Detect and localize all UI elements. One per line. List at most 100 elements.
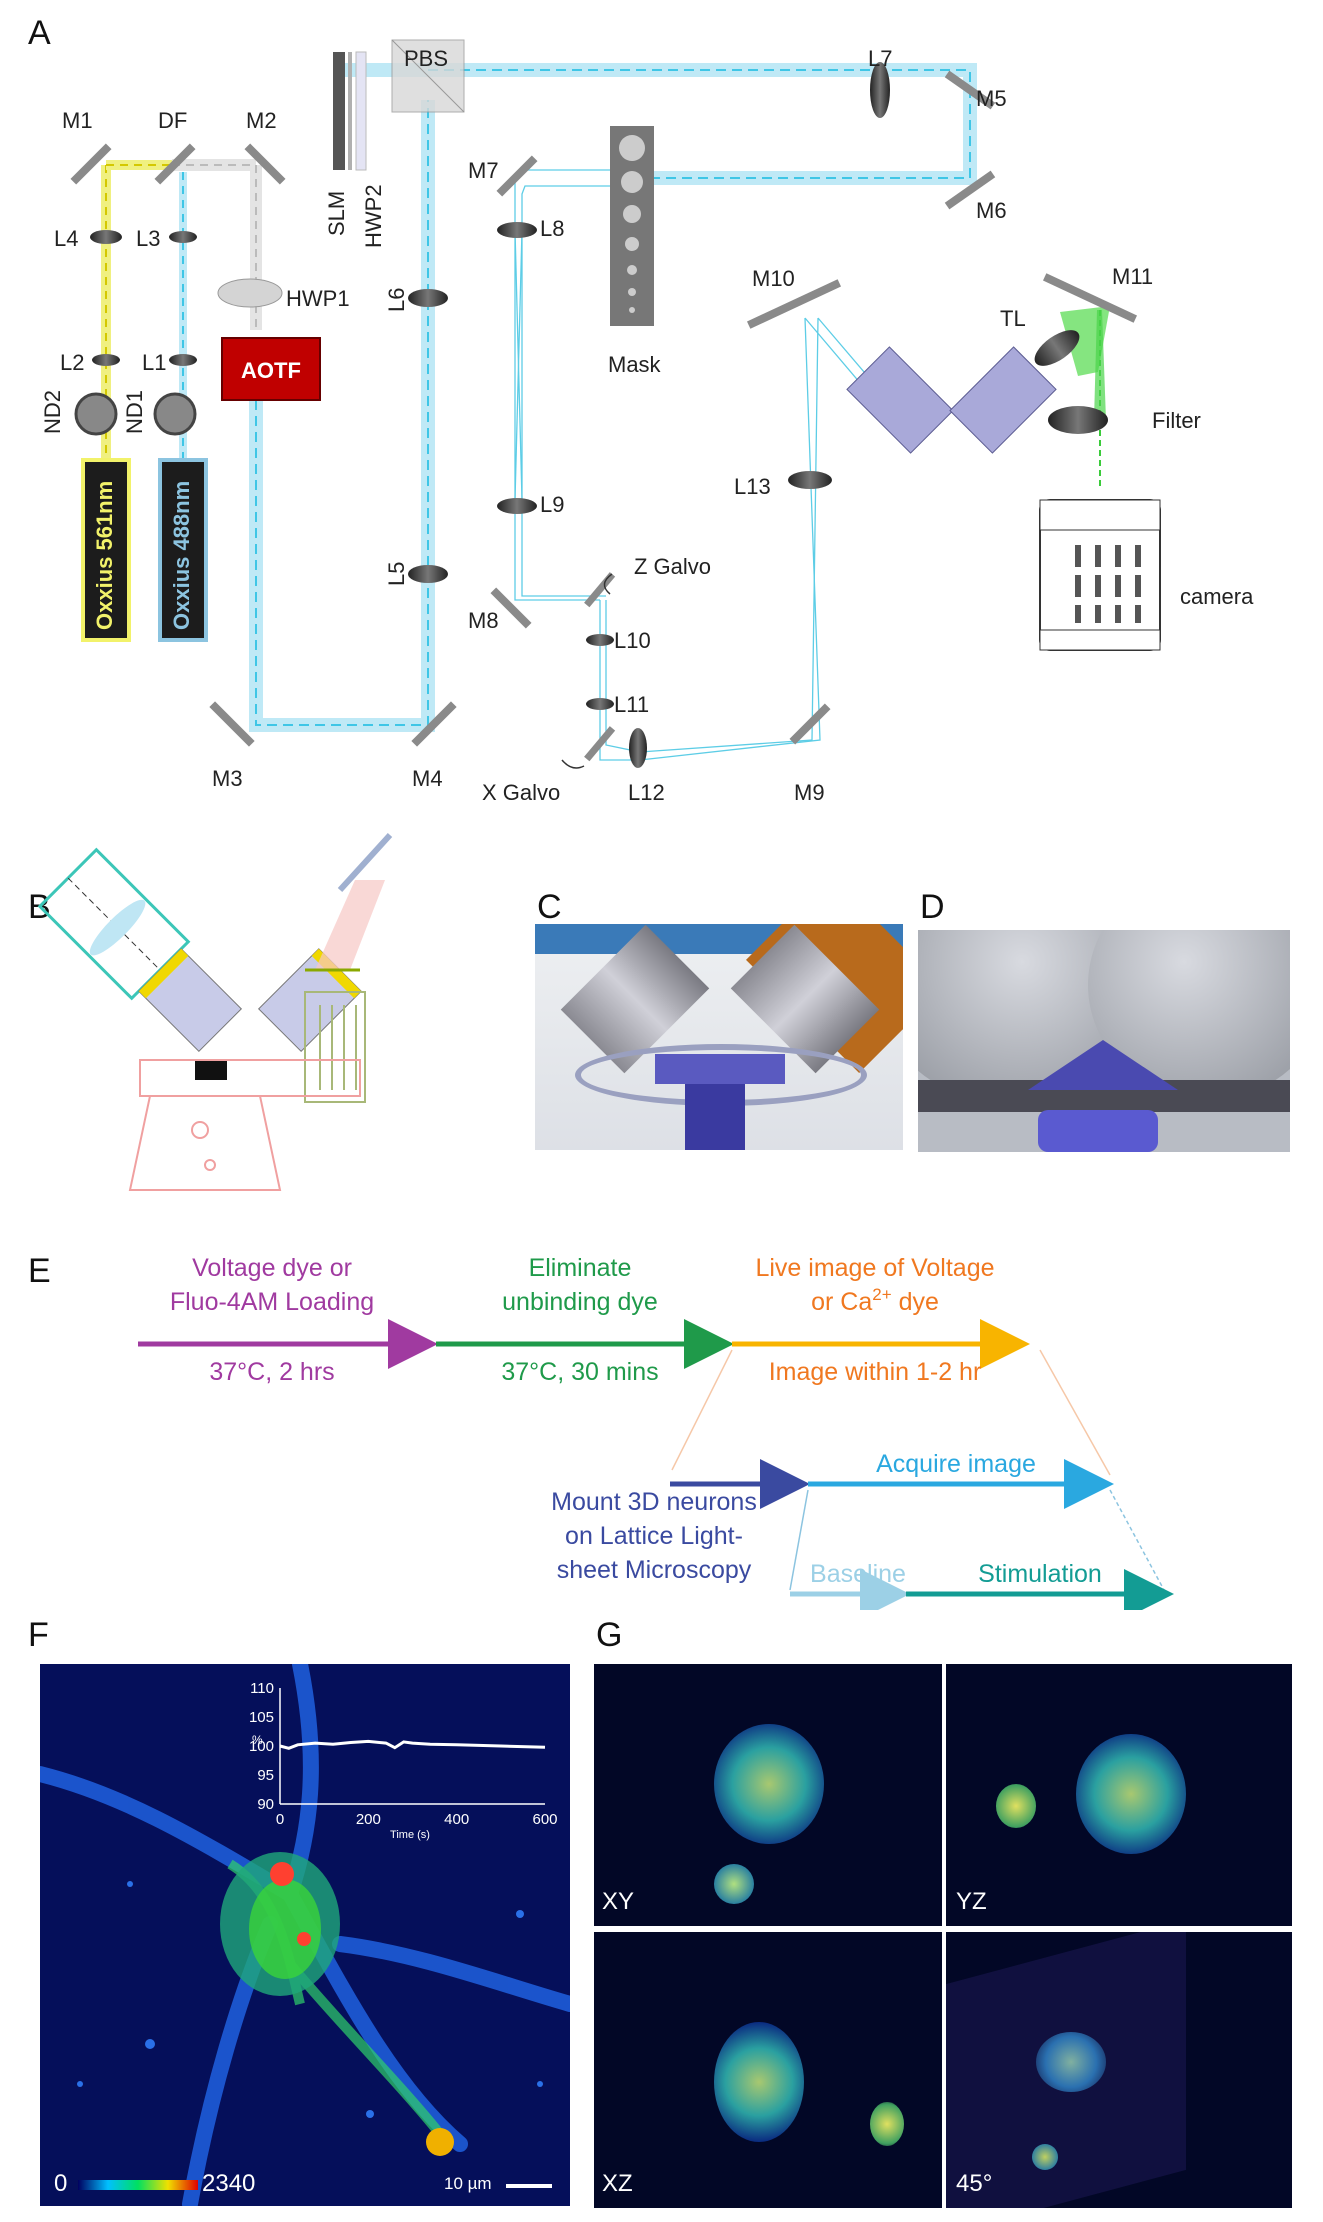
colorbar-min-label: 0 [54, 2170, 68, 2197]
label-slm: SLM [324, 191, 349, 236]
aotf-box [221, 337, 321, 401]
scalebar [506, 2184, 552, 2188]
step2-line1: Eliminate [529, 1254, 632, 1282]
panel-letter-f: F [28, 1616, 49, 1654]
mirrors [70, 70, 1138, 762]
step1-line1: Voltage dye or [192, 1254, 352, 1282]
objective-schematic [37, 832, 393, 1191]
stage-render-d [918, 930, 1290, 1152]
x-tick-label: 200 [356, 1811, 381, 1828]
label-m10: M10 [752, 266, 795, 291]
mount-line3: sheet Microscopy [557, 1556, 752, 1584]
slm [333, 52, 345, 170]
label-l10: L10 [614, 628, 651, 653]
beam-relay [514, 169, 906, 761]
label-nd1: ND1 [122, 390, 147, 434]
inset-x-label: Time (s) [390, 1829, 430, 1841]
step3-line1: Live image of Voltage [755, 1254, 994, 1282]
beam-emission [1060, 306, 1110, 490]
label-l12: L12 [628, 780, 665, 805]
view-xy-label: XY [602, 1888, 635, 1915]
stage-render-c [535, 924, 903, 1150]
hwp1-plate [217, 278, 283, 308]
step2-condition: 37°C, 30 mins [501, 1358, 658, 1386]
label-mask: Mask [608, 352, 662, 377]
view-45: 45° [946, 1932, 1292, 2208]
laser-561 [81, 458, 131, 642]
y-tick-label: 110 [250, 1680, 274, 1697]
colorbar [78, 2180, 198, 2190]
view-yz: YZ [946, 1664, 1292, 1926]
laser-561-label: Oxxius 561nm [92, 481, 117, 630]
panel-letter-g: G [596, 1616, 623, 1654]
view-xz-label: XZ [602, 2170, 633, 2197]
label-l7: L7 [868, 46, 892, 71]
label-l6: L6 [384, 288, 409, 312]
series-line [279, 1739, 546, 1750]
objectives [846, 346, 1057, 454]
label-l1: L1 [142, 350, 166, 375]
label-df: DF [158, 108, 187, 133]
stimulation-label: Stimulation [978, 1560, 1102, 1588]
view-yz-label: YZ [956, 1888, 987, 1915]
label-m6: M6 [976, 198, 1007, 223]
label-l4: L4 [54, 226, 78, 251]
laser-488-label: Oxxius 488nm [169, 481, 194, 630]
panel-letter-a: A [28, 14, 51, 52]
label-l9: L9 [540, 492, 564, 517]
label-m3: M3 [212, 766, 243, 791]
camera [1039, 499, 1161, 651]
label-tl: TL [1000, 306, 1026, 331]
label-m8: M8 [468, 608, 499, 633]
inset-y-label: % [252, 1733, 263, 1747]
label-pbs: PBS [404, 46, 448, 71]
label-hwp2: HWP2 [361, 184, 386, 248]
x-tick-label: 600 [532, 1811, 557, 1828]
y-tick-label: 95 [257, 1767, 274, 1784]
scalebar-label: 10 µm [444, 2174, 492, 2193]
step3-condition: Image within 1-2 hr [769, 1358, 982, 1386]
view-xz: XZ [594, 1932, 942, 2208]
label-nd2: ND2 [40, 390, 65, 434]
label-filter: Filter [1152, 408, 1201, 433]
panel-letter-d: D [920, 888, 945, 926]
step1-line2: Fluo-4AM Loading [170, 1288, 374, 1316]
step2-line2: unbinding dye [502, 1288, 658, 1316]
lenses [90, 62, 1108, 768]
laser-488 [158, 458, 208, 642]
y-tick-label: 105 [249, 1709, 274, 1726]
view-45-label: 45° [956, 2170, 993, 2197]
label-l8: L8 [540, 216, 564, 241]
mount-line1: Mount 3D neurons [551, 1488, 757, 1516]
panel-letter-c: C [537, 888, 562, 926]
aotf-label: AOTF [241, 358, 301, 383]
label-camera: camera [1180, 584, 1254, 609]
label-l3: L3 [136, 226, 160, 251]
x-tick-label: 400 [444, 1811, 469, 1828]
acquire-label: Acquire image [876, 1450, 1036, 1478]
label-l2: L2 [60, 350, 84, 375]
label-m5: M5 [976, 86, 1007, 111]
hwp2 [355, 51, 367, 171]
nd2-filter [74, 392, 118, 436]
panel-letter-e: E [28, 1252, 51, 1290]
colorbar-max-label: 2340 [202, 2170, 256, 2197]
nd1-filter [153, 392, 197, 436]
optical-layout-diagram: Oxxius 561nm Oxxius 488nm AOTF M1 DF [40, 39, 1254, 805]
label-l11: L11 [614, 692, 649, 717]
view-xy: XY [594, 1664, 942, 1926]
y-tick-label: 100 [249, 1738, 274, 1755]
baseline-label: Baseline [810, 1560, 906, 1588]
mount-line2: on Lattice Light- [565, 1522, 743, 1550]
label-z-galvo: Z Galvo [634, 554, 711, 579]
x-tick-label: 0 [276, 1811, 284, 1828]
label-m1: M1 [62, 108, 93, 133]
workflow-diagram: Voltage dye or Fluo-4AM Loading 37°C, 2 … [138, 1254, 1174, 1610]
step3-line2: or Ca2+ dye [811, 1285, 939, 1316]
label-l5: L5 [384, 562, 409, 586]
step1-condition: 37°C, 2 hrs [209, 1358, 334, 1386]
label-m7: M7 [468, 158, 499, 183]
label-l13: L13 [734, 474, 771, 499]
